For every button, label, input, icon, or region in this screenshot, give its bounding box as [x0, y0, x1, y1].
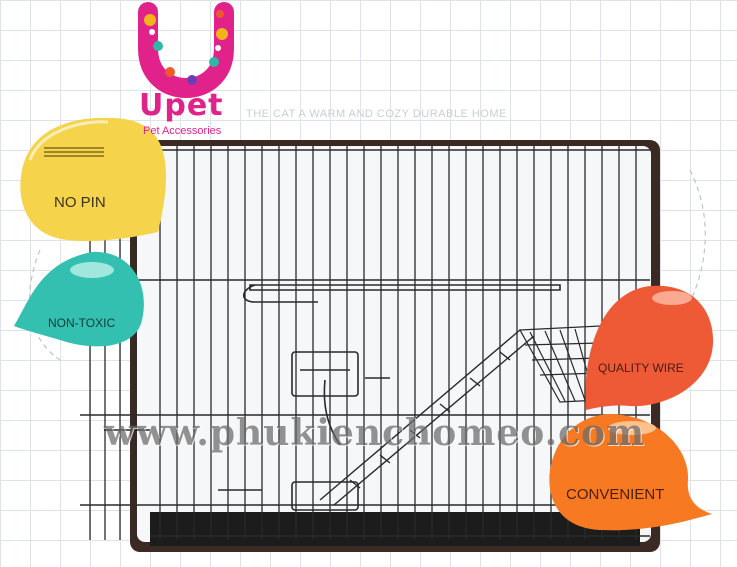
cage-back-panel: [137, 146, 651, 542]
cage-floor: [150, 512, 640, 546]
cage-vertical-wires: [89, 146, 637, 540]
product-caption: THE CAT A WARM AND COZY DURABLE HOME: [246, 108, 507, 120]
no-pin-bubble: [20, 117, 167, 242]
upet-logo-icon: [138, 2, 234, 99]
cage-horizontal-wires: [80, 149, 650, 537]
cage-shelf-bar: [249, 284, 561, 291]
brand-tagline: Pet Accessories: [143, 125, 222, 137]
cage-food-bowl: [291, 351, 359, 511]
cage-door-hooks: [104, 377, 390, 491]
feature-label-no-pin: NO PIN: [54, 194, 106, 211]
non-toxic-bubble: [14, 251, 144, 347]
brand-logo-text: Upet: [139, 88, 224, 123]
feature-label-quality-wire: QUALITY WIRE: [598, 361, 684, 375]
quality-wire-bubble: [585, 285, 714, 410]
feature-label-non-toxic: NON-TOXIC: [48, 316, 116, 330]
website-watermark: www.phukienchomeo.com: [104, 412, 646, 454]
convenient-bubble: [549, 414, 712, 531]
decor-dashed-curve: [679, 169, 706, 321]
cage-shelf-handle: [242, 284, 318, 303]
feature-label-convenient: CONVENIENT: [566, 486, 665, 503]
